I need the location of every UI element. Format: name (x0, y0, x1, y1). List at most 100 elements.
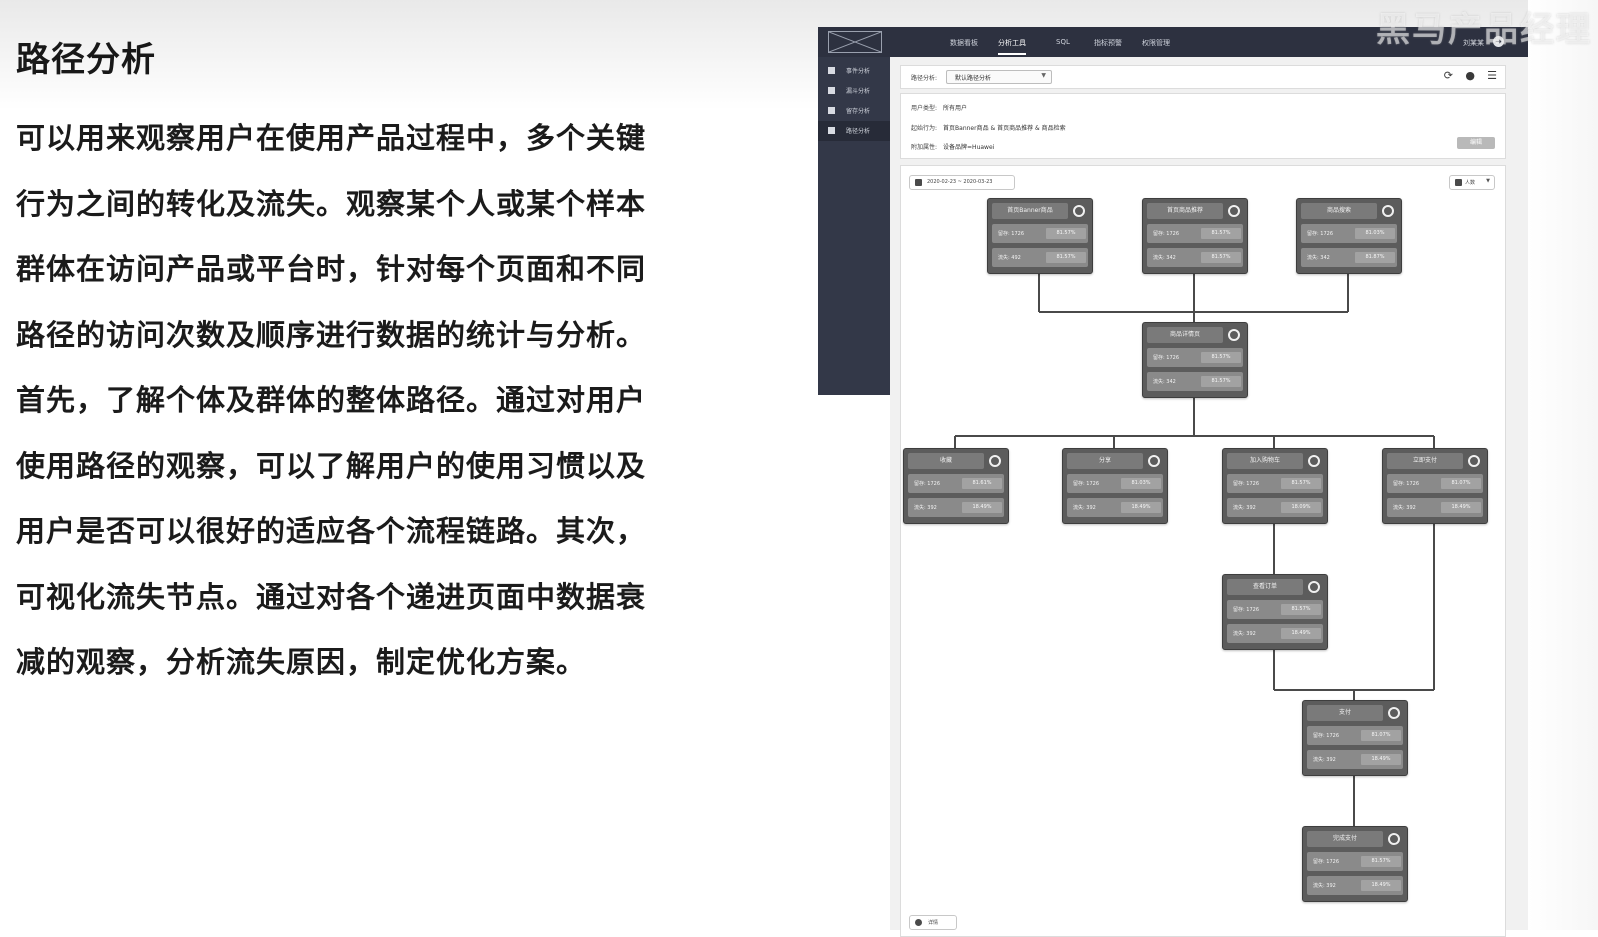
loss-rate: 18.09% (1281, 502, 1321, 513)
node-title: 支付 (1307, 705, 1383, 721)
main-content: 路径分析: 默认路径分析 ▼ ⟳ ● ☰ 用户类型:所有用户 起始行为:首页Ba… (890, 57, 1528, 937)
node-title: 完成支付 (1307, 831, 1383, 847)
node-title-text: 分享 (1098, 457, 1111, 464)
node-title: 立即支付 (1387, 453, 1463, 469)
loss-count: 流失: 392 (1233, 505, 1256, 511)
node-detail-icon[interactable] (1073, 205, 1085, 217)
loss-count: 流失: 392 (1313, 757, 1336, 763)
edit-button[interactable]: 编辑 (1457, 137, 1495, 149)
loss-rate: 81.57% (1046, 252, 1086, 263)
description-line: 群体在访问产品或平台时，针对每个页面和不同 (16, 252, 647, 286)
nav-tab-analysis-tools[interactable]: 分析工具 (998, 38, 1026, 55)
node-detail-icon[interactable] (1468, 455, 1480, 467)
node-title: 分享 (1067, 453, 1143, 469)
node-detail-icon[interactable] (1308, 581, 1320, 593)
nav-tab-alerts[interactable]: 指标预警 (1094, 39, 1122, 47)
node-retention-row: 留存: 1726 81.07% (1387, 474, 1483, 493)
user-icon (1455, 179, 1462, 186)
settings-icon[interactable]: ● (1465, 69, 1475, 82)
app-screenshot: 数据看板 分析工具 SQL 指标预警 权限管理 刘某某 ➜ 事件分析 漏斗分析 … (818, 27, 1528, 937)
sidebar-item-event-analysis[interactable]: 事件分析 (818, 61, 890, 81)
logout-icon[interactable]: ➜ (1493, 36, 1504, 47)
retention-rate: 81.57% (1201, 228, 1241, 239)
loss-rate: 18.49% (1361, 880, 1401, 891)
extra-attribute-value: 设备品牌=Huawei (943, 144, 995, 151)
date-range-picker[interactable]: 2020-02-23 ~ 2020-03-23 (909, 175, 1015, 190)
sidebar-item-path-analysis[interactable]: 路径分析 (818, 121, 890, 141)
retention-rate: 81.07% (1441, 478, 1481, 489)
node-title-text: 查看订单 (1252, 583, 1277, 590)
node-detail-icon[interactable] (1388, 833, 1400, 845)
node-title-text: 加入购物车 (1249, 457, 1280, 464)
loss-rate: 18.49% (962, 502, 1002, 513)
retention-count: 留存: 1726 (1153, 355, 1179, 361)
legend-toggle[interactable]: 详情 (909, 915, 957, 930)
node-detail-icon[interactable] (989, 455, 1001, 467)
node-detail-icon[interactable] (1382, 205, 1394, 217)
description-line: 用户是否可以很好的适应各个流程链路。其次， (16, 514, 647, 548)
loss-count: 流失: 392 (914, 505, 937, 511)
node-detail-icon[interactable] (1228, 205, 1240, 217)
nav-tab-dashboard[interactable]: 数据看板 (950, 39, 978, 47)
square-icon (828, 67, 835, 74)
loss-rate: 81.57% (1201, 376, 1241, 387)
node-loss-row: 流失: 392 18.49% (1307, 750, 1403, 769)
extra-attribute-row: 附加属性: 设备品牌=Huawei (911, 142, 994, 151)
page-edge-shade (1528, 0, 1598, 930)
node-title: 商品详情页 (1147, 327, 1223, 343)
node-detail-icon[interactable] (1228, 329, 1240, 341)
loss-rate: 18.49% (1361, 754, 1401, 765)
refresh-icon[interactable]: ⟳ (1443, 69, 1453, 82)
nav-tab-permissions[interactable]: 权限管理 (1142, 39, 1170, 47)
node-title: 查看订单 (1227, 579, 1303, 595)
retention-count: 留存: 1726 (1313, 733, 1339, 739)
logo-placeholder-icon (828, 31, 882, 53)
sidebar-item-label: 事件分析 (846, 68, 871, 75)
calendar-icon (915, 179, 922, 186)
list-icon[interactable]: ☰ (1487, 69, 1497, 82)
filter-bar: 路径分析: 默认路径分析 ▼ ⟳ ● ☰ (900, 65, 1506, 89)
retention-count: 留存: 1726 (1393, 481, 1419, 487)
user-name[interactable]: 刘某某 (1463, 39, 1484, 47)
retention-count: 留存: 1726 (1233, 481, 1259, 487)
nav-tab-sql[interactable]: SQL (1056, 38, 1070, 46)
select-value: 默认路径分析 (955, 75, 992, 82)
extra-attribute-label: 附加属性: (911, 144, 938, 151)
sidebar-item-label: 漏斗分析 (846, 88, 871, 95)
square-icon (828, 127, 835, 134)
sidebar-item-retention-analysis[interactable]: 留存分析 (818, 101, 890, 121)
retention-count: 留存: 1726 (998, 231, 1024, 237)
node-detail-icon[interactable] (1388, 707, 1400, 719)
node-detail-icon[interactable] (1308, 455, 1320, 467)
date-range-value: 2020-02-23 ~ 2020-03-23 (927, 179, 993, 185)
loss-count: 流失: 392 (1073, 505, 1096, 511)
retention-rate: 81.03% (1121, 478, 1161, 489)
metric-select[interactable]: 人数 ▼ (1449, 175, 1495, 190)
square-icon (828, 107, 835, 114)
node-title-text: 收藏 (939, 457, 952, 464)
sidebar-item-funnel-analysis[interactable]: 漏斗分析 (818, 81, 890, 101)
path-analysis-select[interactable]: 默认路径分析 ▼ (946, 70, 1052, 84)
square-icon (828, 87, 835, 94)
node-loss-row: 流失: 392 18.09% (1227, 498, 1323, 517)
loss-count: 流失: 392 (1313, 883, 1336, 889)
retention-count: 留存: 1726 (914, 481, 940, 487)
node-detail-icon[interactable] (1148, 455, 1160, 467)
